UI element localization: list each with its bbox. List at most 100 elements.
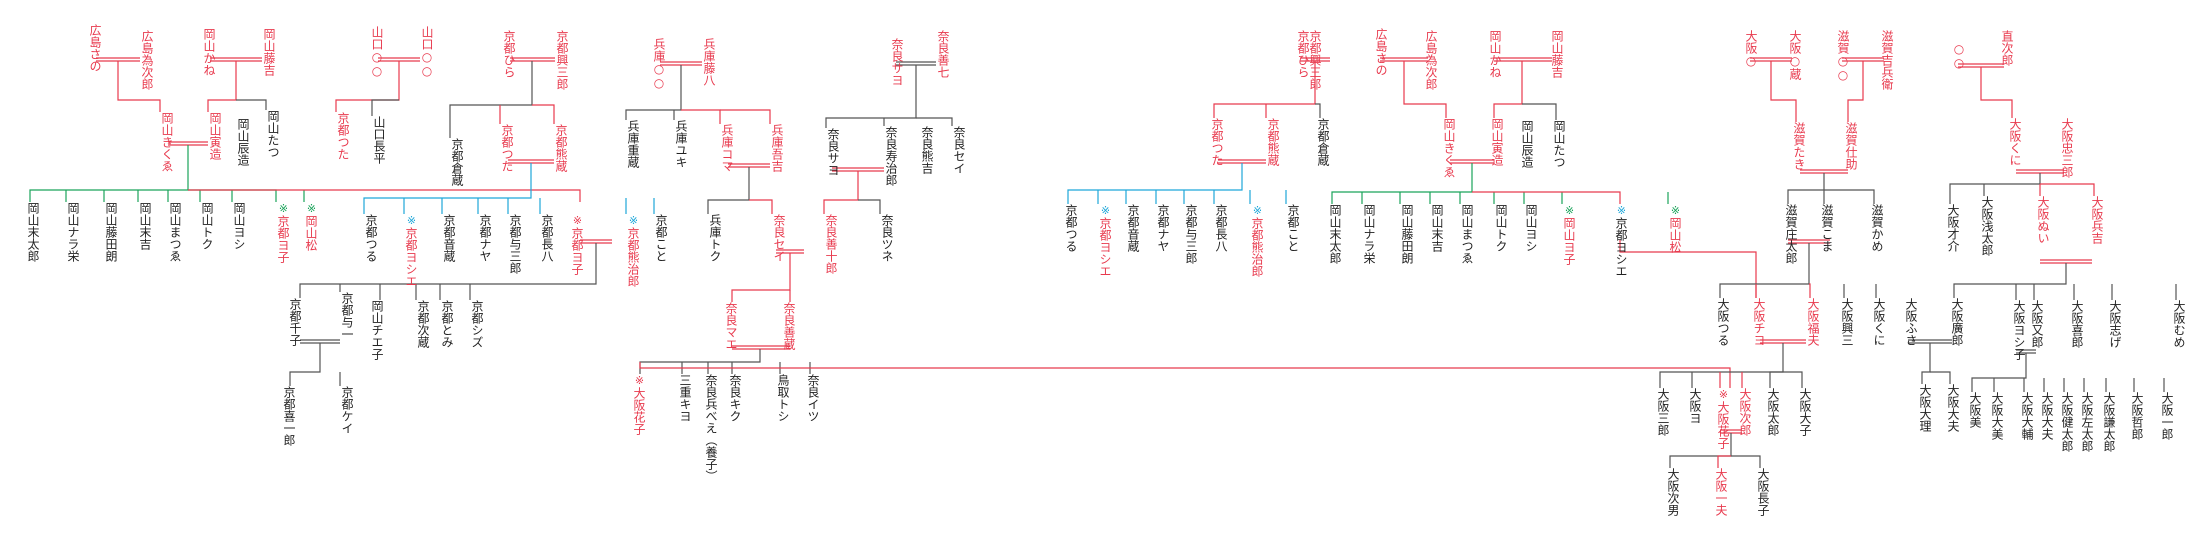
person-p44: 京都長八 [540, 214, 554, 262]
reference-mark: ※ [1669, 204, 1682, 217]
person-name-text: 岡山末太郎 [26, 202, 40, 262]
person-name-text: 大阪花子 [1716, 401, 1730, 449]
person-name-text: 奈良寿治郎 [884, 126, 898, 186]
connector-line [1809, 283, 1811, 298]
person-name-text: 京都音蔵 [442, 214, 456, 262]
person-name: 大阪ヨ [1688, 388, 1702, 424]
person-name: 山口○○ [370, 26, 384, 78]
person-name-text: 広島為次郎 [140, 30, 154, 90]
person-name-text: 京都ヨ子 [570, 227, 584, 275]
person-p20: 京都つた [500, 124, 514, 172]
person-name: 岡山たつ [266, 110, 280, 158]
person-name-text: 奈良サヨ [890, 38, 904, 86]
person-name: 兵庫トク [708, 214, 722, 262]
person-name: 奈良キク [728, 374, 742, 422]
person-name: 大阪くに [1872, 298, 1886, 346]
person-p106: 滋賀仕助 [1844, 122, 1858, 170]
person-p146: 大阪一夫 [1714, 468, 1728, 516]
person-name-text: 京都与一 [340, 292, 354, 340]
person-p31: 岡山ナラ栄 [66, 202, 80, 262]
connector-line [1787, 173, 1825, 204]
person-name-text: 京都こと [654, 214, 668, 262]
person-name-text: 奈良サヨ [826, 128, 840, 176]
person-name-text: 京都熊治郎 [626, 227, 640, 287]
person-p140: 大阪健太郎 [2060, 392, 2074, 452]
person-p68: 京都ひら [1296, 30, 1310, 78]
person-p67: 奈良イツ [806, 374, 820, 422]
person-p18: 山口長平 [372, 116, 386, 164]
person-name: 京都熊蔵 [1266, 118, 1280, 166]
person-name-text: 滋賀○○ [1836, 30, 1850, 82]
person-p143: 大阪哲郎 [2130, 392, 2144, 440]
connector-line [1493, 61, 1523, 118]
connector-line [1659, 343, 1784, 388]
person-p110: 滋賀こま [1820, 204, 1834, 252]
person-name: 京都ケイ [340, 386, 354, 434]
person-p49: 奈良セイ [772, 214, 786, 262]
person-name-text: 大阪健太郎 [2060, 392, 2074, 452]
connector-line [449, 61, 533, 138]
person-name-text: 岡山藤吉 [1550, 30, 1564, 78]
person-name-text: 大阪つる [1716, 298, 1730, 346]
person-p37: ※京都ヨ子 [276, 202, 290, 263]
person-name-text: 岡山きくゑ [160, 112, 174, 172]
person-name-text: 岡山かね [202, 28, 216, 76]
person-name: 京都つる [364, 214, 378, 262]
person-name-text: 京都ヨ子 [276, 215, 290, 263]
person-name: 大阪美 [1968, 392, 1982, 428]
person-name-text: 京都とみ [440, 300, 454, 348]
person-p36: 岡山ヨシ [232, 202, 246, 250]
person-name-text: 京都次蔵 [416, 300, 430, 348]
person-p145: 大阪次男 [1666, 468, 1680, 516]
person-p28: 奈良熊吉 [920, 126, 934, 174]
connector-line [1930, 371, 1951, 384]
person-name-text: 岡山末吉 [138, 202, 152, 250]
person-name-text: 岡山チエ子 [370, 300, 384, 360]
person-p131: 大阪次郎 [1738, 388, 1752, 436]
connector-line [207, 61, 237, 112]
person-name: 大阪一郎 [2160, 392, 2174, 440]
person-name: ○○ [1952, 42, 1966, 70]
person-p102: 滋賀吉兵衛 [1880, 30, 1894, 90]
person-name-text: 山口○○ [420, 26, 434, 78]
person-name: 滋賀たき [1792, 122, 1806, 170]
reference-mark: ※ [1099, 204, 1112, 217]
person-p92: 岡山末吉 [1430, 204, 1444, 252]
person-name-text: 大阪大夫 [1946, 384, 1960, 432]
person-name: 京都とみ [440, 300, 454, 348]
person-name: 岡山藤田朗 [104, 202, 118, 262]
person-name: 京都ひら [1296, 30, 1310, 78]
connector-line [1770, 61, 1797, 122]
person-name: 京都喜一郎 [282, 386, 296, 446]
person-p76: 京都倉蔵 [1316, 118, 1330, 166]
person-name-text: 奈良善蔵 [782, 302, 796, 350]
person-name: 京都こと [654, 214, 668, 262]
person-name: 大阪チヨ [1752, 298, 1766, 346]
connector-line [532, 104, 555, 124]
reference-mark: ※ [1717, 388, 1730, 401]
person-name-text: 大阪ヨ [1688, 388, 1702, 424]
person-name-text: 岡山たつ [266, 110, 280, 158]
person-p103: ○○ [1952, 42, 1966, 70]
person-p7: 京都ひら [502, 30, 516, 78]
reference-mark: ※ [1615, 204, 1628, 217]
person-p93: 岡山まつゑ [1460, 204, 1474, 264]
person-p97: ※京都ヨシエ [1614, 204, 1628, 277]
person-name: ※京都ヨシエ [1614, 204, 1628, 277]
person-name-text: 山口○○ [370, 26, 384, 78]
person-name-text: 大阪志げ [2108, 300, 2122, 348]
person-p52: 京都千子 [288, 298, 302, 346]
person-name: 岡山ナラ栄 [66, 202, 80, 262]
person-p118: 大阪福夫 [1806, 298, 1820, 346]
person-name: 京都つた [336, 112, 350, 160]
person-name: 京都つる [1064, 204, 1078, 252]
person-name: ※京都ヨシエ [1098, 204, 1112, 277]
person-p57: 京都シズ [470, 300, 484, 348]
person-name: 大阪太郎 [1766, 388, 1780, 436]
person-name-text: 京都ナヤ [478, 214, 492, 262]
person-p56: 京都とみ [440, 300, 454, 348]
person-p137: 大阪大美 [1990, 392, 2004, 440]
person-name: 京都与一 [340, 292, 354, 340]
person-name: 大阪つる [1716, 298, 1730, 346]
person-name: ※京都ヨシエ [404, 214, 418, 287]
